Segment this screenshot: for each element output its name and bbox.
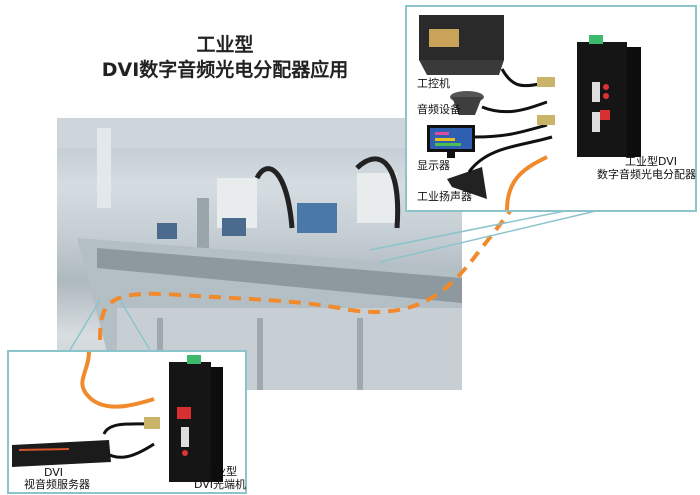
label-transceiver-line2: DVI光端机 xyxy=(194,478,247,491)
label-industrial-speaker: 工业扬声器 xyxy=(417,190,472,203)
label-monitor: 显示器 xyxy=(417,159,450,172)
label-distributor-line1: 工业型DVI xyxy=(625,155,678,168)
bottom-devices-illustration xyxy=(12,352,223,482)
title-line1: 工业型 xyxy=(196,34,254,56)
label-audio-device: 音频设备 xyxy=(417,103,461,116)
title-line2: DVI数字音频光电分配器应用 xyxy=(101,59,349,81)
top-callout: 工控机 音频设备 显示器 工业扬声器 工业型DVI 数字音频光电分配器 xyxy=(405,5,697,212)
speaker-icon xyxy=(447,167,487,199)
fiber-dashed-route xyxy=(98,149,550,341)
optical-transceiver-icon xyxy=(169,362,211,482)
server-icon xyxy=(12,440,111,467)
label-distributor-line2: 数字音频光电分配器 xyxy=(597,168,696,181)
label-server-line1: DVI xyxy=(44,466,64,479)
top-devices-illustration xyxy=(419,15,641,210)
label-industrial-pc: 工控机 xyxy=(417,77,450,90)
label-transceiver-line1: 工业型 xyxy=(204,465,237,478)
optical-distributor-icon xyxy=(577,42,627,157)
label-server-line2: 视音频服务器 xyxy=(24,478,90,491)
bottom-callout: DVI 视音频服务器 工业型 DVI光端机 xyxy=(7,350,247,494)
